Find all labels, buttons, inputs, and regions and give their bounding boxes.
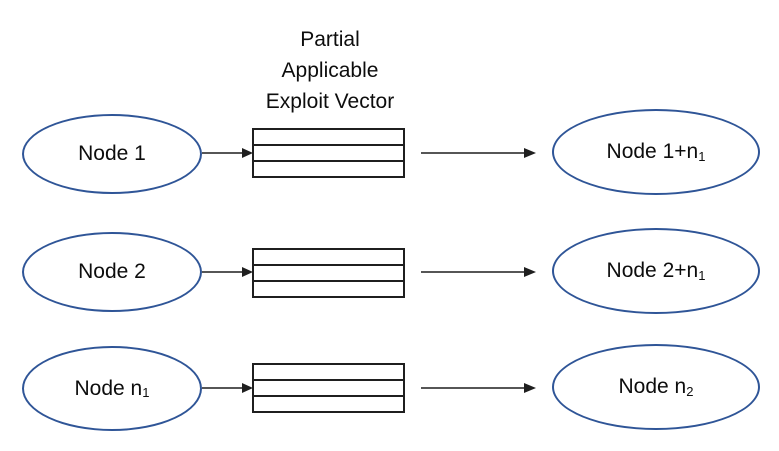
node-label-subscript: 1 <box>698 148 706 164</box>
node-label: Node n <box>74 376 143 400</box>
arrow-node1-to-vector <box>202 148 253 158</box>
exploit-vector-box-row1 <box>252 128 405 178</box>
box-divider-line <box>254 379 403 382</box>
diagram-title: Partial Applicable Exploit Vector <box>233 24 427 117</box>
arrow-vector-to-node2n1 <box>421 267 536 277</box>
node-label-subscript: 1 <box>698 267 706 283</box>
box-divider-line <box>254 394 403 397</box>
diagram-title-line: Exploit Vector <box>265 90 395 113</box>
diagram-title-line: Partial <box>300 28 360 51</box>
node-label: Node 2 <box>78 260 146 283</box>
box-divider-line <box>254 279 403 282</box>
arrow-node2-to-vector <box>202 267 253 277</box>
node-label: Node 1+n <box>606 140 699 163</box>
node-label-subscript: 1 <box>142 385 150 401</box>
node-1-ellipse: Node 1 <box>22 114 202 194</box>
arrow-noden1-to-vector <box>202 383 253 393</box>
exploit-vector-box-row3 <box>252 363 405 413</box>
box-divider-line <box>254 144 403 147</box>
node-label: Node 2+n <box>606 259 699 282</box>
arrow-vector-to-node1n1 <box>421 148 536 158</box>
node-2-ellipse: Node 2 <box>22 232 202 312</box>
exploit-vector-box-row2 <box>252 248 405 298</box>
arrow-vector-to-noden2 <box>421 383 536 393</box>
node-label: Node 1 <box>78 142 146 165</box>
node-label-subscript: 2 <box>686 383 694 399</box>
node-label: Node n <box>618 375 687 398</box>
diagram-title-line: Applicable <box>281 59 379 82</box>
box-divider-line <box>254 264 403 267</box>
box-divider-line <box>254 159 403 162</box>
